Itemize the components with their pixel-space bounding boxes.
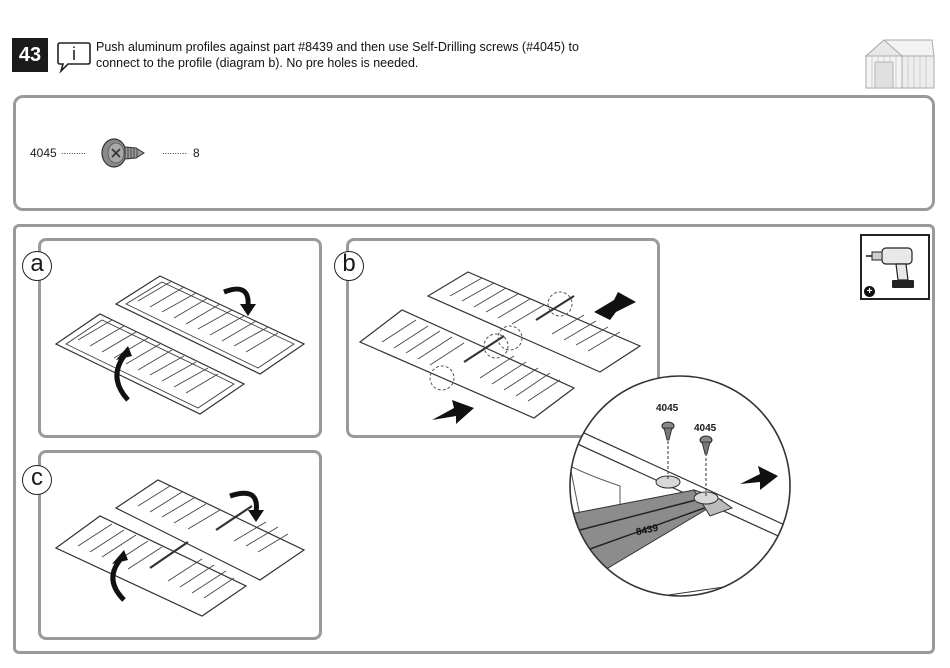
diagram-a-label: a [22, 251, 52, 281]
instruction-text: Push aluminum profiles against part #843… [96, 39, 656, 71]
tool-required-box: + [860, 234, 930, 300]
push-arrow-icon [594, 292, 636, 320]
self-drilling-screw-icon [98, 134, 146, 172]
diagram-c [38, 450, 322, 640]
screw-label: 4045 [694, 423, 716, 434]
step-number-badge: 43 [12, 38, 48, 72]
detail-callout [560, 366, 800, 606]
rotate-arrow-icon [224, 289, 248, 306]
part-quantity: 8 [193, 146, 200, 160]
rotate-arrow-icon [230, 493, 256, 512]
instruction-line-2: connect to the profile (diagram b). No p… [96, 55, 656, 71]
push-arrow-icon [432, 400, 474, 424]
screw-label: 4045 [656, 403, 678, 414]
leader-dots: .......... [162, 146, 187, 156]
leader-dots: .......... [61, 146, 86, 156]
info-icon: i [56, 40, 92, 74]
diagram-b-label: b [334, 251, 364, 281]
instruction-line-1: Push aluminum profiles against part #843… [96, 39, 656, 55]
diagram-a [38, 238, 322, 438]
add-badge-icon: + [864, 286, 875, 297]
part-number: 4045 [30, 146, 57, 160]
shed-icon [862, 34, 938, 90]
svg-text:i: i [72, 44, 76, 64]
parts-list-panel [13, 95, 935, 211]
arrow-head-icon [240, 304, 256, 316]
diagram-c-label: c [22, 465, 52, 495]
